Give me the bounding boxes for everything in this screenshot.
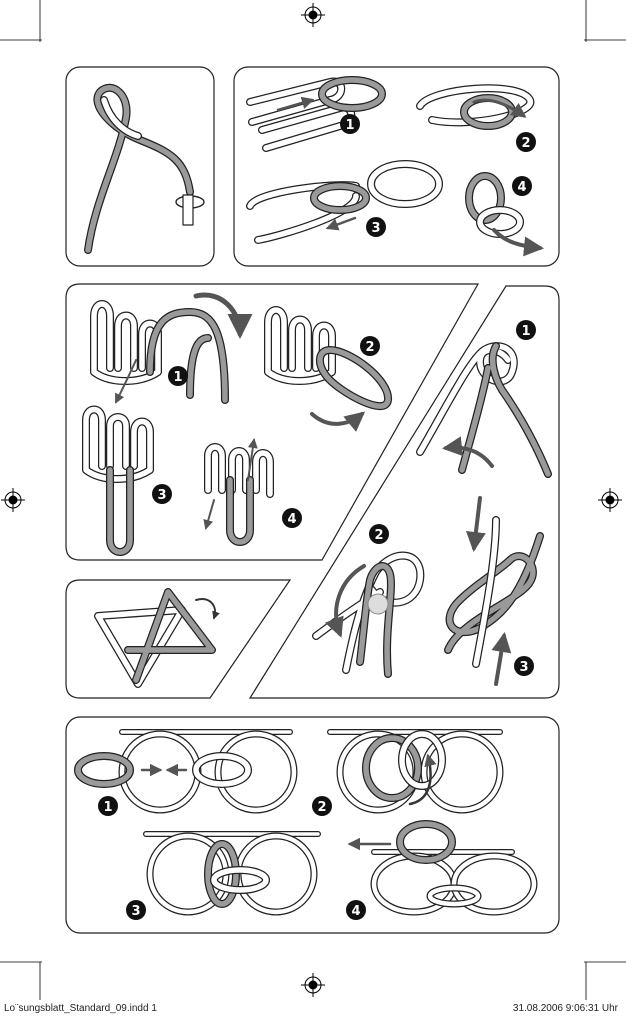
svg-text:2: 2 [317,800,326,815]
step-number-badge: 1 [516,320,536,340]
svg-text:3: 3 [371,221,380,236]
svg-text:3: 3 [157,488,166,503]
svg-text:1: 1 [103,800,112,815]
svg-text:1: 1 [345,118,354,133]
svg-text:3: 3 [519,660,528,675]
panel-5: 1 2 3 [248,285,560,699]
step-number-badge: 1 [168,366,188,386]
step-number-badge: 1 [98,796,118,816]
step-number-badge: 2 [369,524,389,544]
svg-text:2: 2 [365,340,374,355]
step-number-badge: 2 [516,132,536,152]
registration-mark-icon [301,973,325,997]
svg-text:3: 3 [131,904,140,919]
step-number-badge: 1 [340,114,360,134]
step-number-badge: 4 [346,900,366,920]
registration-mark-icon [598,488,622,512]
print-slug-timestamp: 31.08.2006 9:06:31 Uhr [512,1003,618,1014]
step-number-badge: 2 [312,796,332,816]
step-number-badge: 3 [152,484,172,504]
step-number-badge: 2 [360,336,380,356]
svg-text:4: 4 [517,180,526,195]
panel-1 [65,66,215,267]
registration-mark-icon [1,488,25,512]
svg-text:1: 1 [521,324,530,339]
panel-6: 1 2 3 4 [65,716,560,934]
svg-text:2: 2 [374,528,383,543]
panel-3: 1 2 3 4 [65,283,480,561]
panel-4 [65,579,292,699]
step-number-badge: 4 [282,508,302,528]
panel-2: 1 2 3 4 [233,66,560,267]
svg-text:4: 4 [287,512,296,527]
step-number-badge: 3 [514,656,534,676]
crop-marks [0,0,626,1000]
print-slug-filename: Lo¨sungsblatt_Standard_09.indd 1 [4,1003,157,1014]
svg-text:2: 2 [521,136,530,151]
step-number-badge: 3 [366,217,386,237]
step-number-badge: 4 [512,176,532,196]
registration-mark-icon [301,3,325,27]
step-number-badge: 3 [126,900,146,920]
svg-text:1: 1 [173,370,182,385]
svg-text:4: 4 [351,904,360,919]
